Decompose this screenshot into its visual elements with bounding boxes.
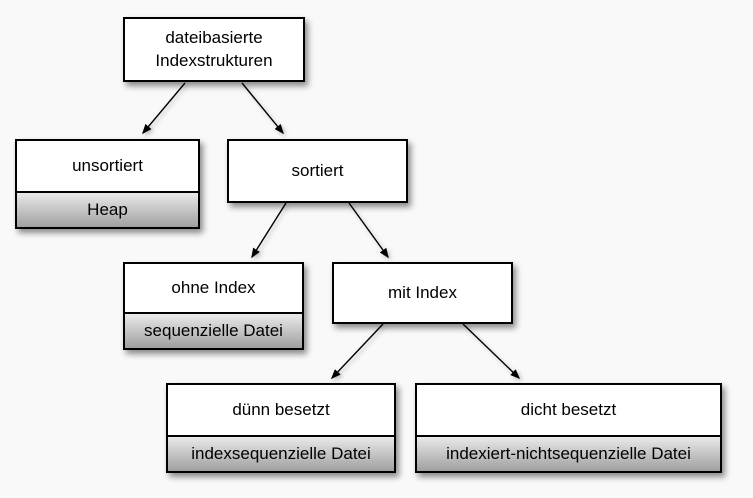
- node-dateibasierte-indexstrukturen: dateibasierte Indexstrukturen: [123, 17, 305, 82]
- edge-root-sortiert-arrow: [241, 82, 284, 135]
- node-label: unsortiert: [72, 155, 143, 175]
- node-label: dateibasierte Indexstrukturen: [155, 27, 273, 70]
- node-label: dicht besetzt: [520, 399, 617, 419]
- edge-sortiert-mit-index-arrow: [348, 202, 389, 259]
- edge-mit-index-duenn-besetzt-arrow: [330, 323, 384, 380]
- node-ohne-index: ohne Index sequenzielle Datei: [123, 262, 304, 350]
- edge-sortiert-ohne-index-arrow: [251, 202, 287, 259]
- edge-root-unsortiert-arrow: [142, 82, 186, 135]
- node-sortiert: sortiert: [227, 139, 408, 203]
- node-sublabel: sequenzielle Datei: [125, 312, 302, 348]
- node-label: ohne Index: [171, 277, 256, 297]
- node-unsortiert: unsortiert Heap: [15, 139, 200, 229]
- node-sublabel: Heap: [17, 191, 198, 227]
- node-sublabel: indexiert-nichtsequenzielle Datei: [417, 435, 720, 471]
- node-sublabel: indexsequenzielle Datei: [168, 435, 394, 471]
- node-label: dünn besetzt: [232, 399, 330, 419]
- node-mit-index: mit Index: [332, 262, 513, 324]
- node-duenn-besetzt: dünn besetzt indexsequenzielle Datei: [166, 383, 396, 473]
- node-dicht-besetzt: dicht besetzt indexiert-nichtsequenziell…: [415, 383, 722, 473]
- node-label: sortiert: [291, 160, 344, 180]
- node-label: mit Index: [388, 282, 457, 302]
- edge-mit-index-dicht-besetzt-arrow: [462, 323, 521, 380]
